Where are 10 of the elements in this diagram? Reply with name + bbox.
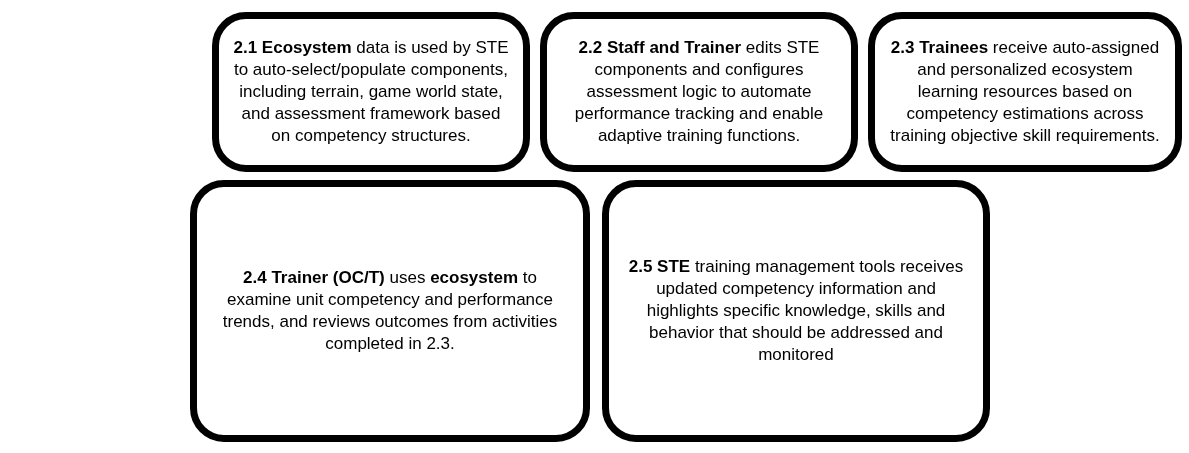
description-text: 2.3 Trainees receive auto-assigned and personalized ecosystem learning resources based on competency estimations across training objective skill requirements. <box>889 36 1161 148</box>
rounded-text-box <box>212 12 530 172</box>
rounded-text-box <box>868 12 1182 172</box>
description-text: 2.1 Ecosystem data is used by STE to auto-select/populate components, including terrain, game world state, and assessment framework based on competency structures. <box>233 36 509 148</box>
description-text: 2.5 STE training management tools receives updated competency information and highlights specific knowledge, skills and behavior that should be addressed and monitored <box>627 255 965 367</box>
rounded-text-box <box>190 180 590 442</box>
rounded-text-box <box>602 180 990 442</box>
description-text: 2.2 Staff and Trainer edits STE components and configures assessment logic to automate performance tracking and enable adaptive training functions. <box>573 36 825 148</box>
rounded-text-box <box>540 12 858 172</box>
description-text: 2.4 Trainer (OC/T) uses ecosystem to examine unit competency and performance trends, and reviews outcomes from activities completed in 2.3. <box>221 266 559 356</box>
